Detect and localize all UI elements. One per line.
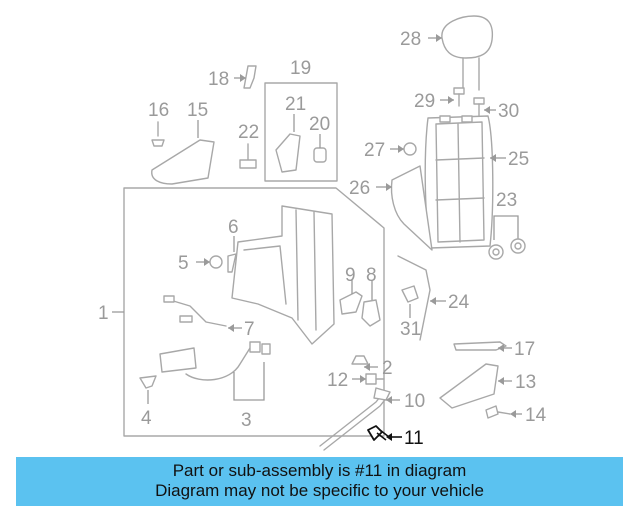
info-banner: Part or sub-assembly is #11 in diagram D… — [16, 457, 623, 506]
assembly-frame-1 — [123, 187, 385, 437]
arrow-11-icon — [386, 433, 392, 441]
callout-3: 3 — [241, 410, 252, 431]
clip-part-4 — [139, 375, 157, 389]
washer-part-27 — [403, 142, 417, 156]
seat-frame-part — [231, 205, 335, 345]
rod-part-10 — [319, 387, 391, 451]
callout-29: 29 — [414, 91, 435, 112]
callout-23: 23 — [496, 190, 517, 211]
callout-10: 10 — [404, 391, 425, 412]
callout-19: 19 — [290, 58, 311, 79]
callout-18: 18 — [208, 69, 229, 90]
banner-line-2: Diagram may not be specific to your vehi… — [155, 481, 484, 500]
bracket-part-9 — [339, 291, 363, 315]
callout-12: 12 — [327, 370, 348, 391]
callout-22: 22 — [238, 122, 259, 143]
callout-11[interactable]: 11 — [404, 428, 424, 449]
seat-back-part — [424, 115, 494, 249]
banner-line-1: Part or sub-assembly is #11 in diagram — [172, 461, 467, 480]
callout-17: 17 — [514, 339, 535, 360]
callout-7: 7 — [244, 319, 255, 340]
cover-part-13 — [439, 363, 499, 409]
cover-part-15 — [151, 139, 215, 185]
clip-part-31 — [401, 285, 419, 303]
callout-25: 25 — [508, 149, 529, 170]
callout-15: 15 — [187, 100, 208, 121]
screw-part-14 — [485, 405, 511, 419]
pin-part-6 — [227, 253, 237, 273]
headrest-part — [441, 15, 494, 91]
callout-20: 20 — [309, 114, 330, 135]
bolt-part-11-highlighted — [367, 425, 390, 441]
hook-part-8 — [361, 299, 381, 327]
callout-6: 6 — [228, 217, 239, 238]
callout-24: 24 — [448, 292, 470, 313]
callout-8: 8 — [366, 265, 377, 286]
nut-part-5 — [209, 255, 223, 269]
cable-part-7 — [163, 295, 227, 327]
latch-part-21 — [275, 133, 301, 173]
callout-28: 28 — [400, 29, 421, 50]
callout-31: 31 — [400, 319, 421, 340]
strap-part-17 — [453, 341, 507, 351]
assembly-frame-19 — [264, 82, 338, 182]
callout-21: 21 — [285, 94, 306, 115]
screw-part-16 — [151, 121, 165, 147]
leader-23 — [493, 215, 519, 240]
callout-13: 13 — [515, 372, 536, 393]
trim-strip-part-24 — [397, 255, 431, 341]
callout-2: 2 — [382, 358, 393, 379]
bracket-part-18 — [243, 65, 257, 89]
parts-diagram: 1 2 3 4 5 6 7 8 9 10 11 12 13 14 15 16 1… — [98, 15, 547, 451]
callout-4: 4 — [141, 408, 152, 429]
callout-16: 16 — [148, 100, 169, 121]
bushing-part-20 — [313, 147, 327, 163]
bolt-part-22 — [239, 143, 257, 169]
nut-part-2 — [351, 355, 369, 365]
callout-5: 5 — [178, 253, 189, 274]
callout-9: 9 — [345, 265, 356, 286]
callout-27: 27 — [364, 140, 385, 161]
linkage-part-3 — [159, 341, 271, 381]
callout-14: 14 — [525, 405, 547, 426]
bumper-part-23 — [488, 238, 526, 260]
callout-1: 1 — [98, 303, 109, 324]
leader-3 — [233, 362, 265, 401]
leader-arrowheads — [204, 34, 516, 418]
callout-26: 26 — [349, 178, 370, 199]
callout-30: 30 — [498, 101, 519, 122]
headrest-guide-29 — [453, 87, 465, 107]
headrest-guide-30 — [473, 97, 485, 117]
